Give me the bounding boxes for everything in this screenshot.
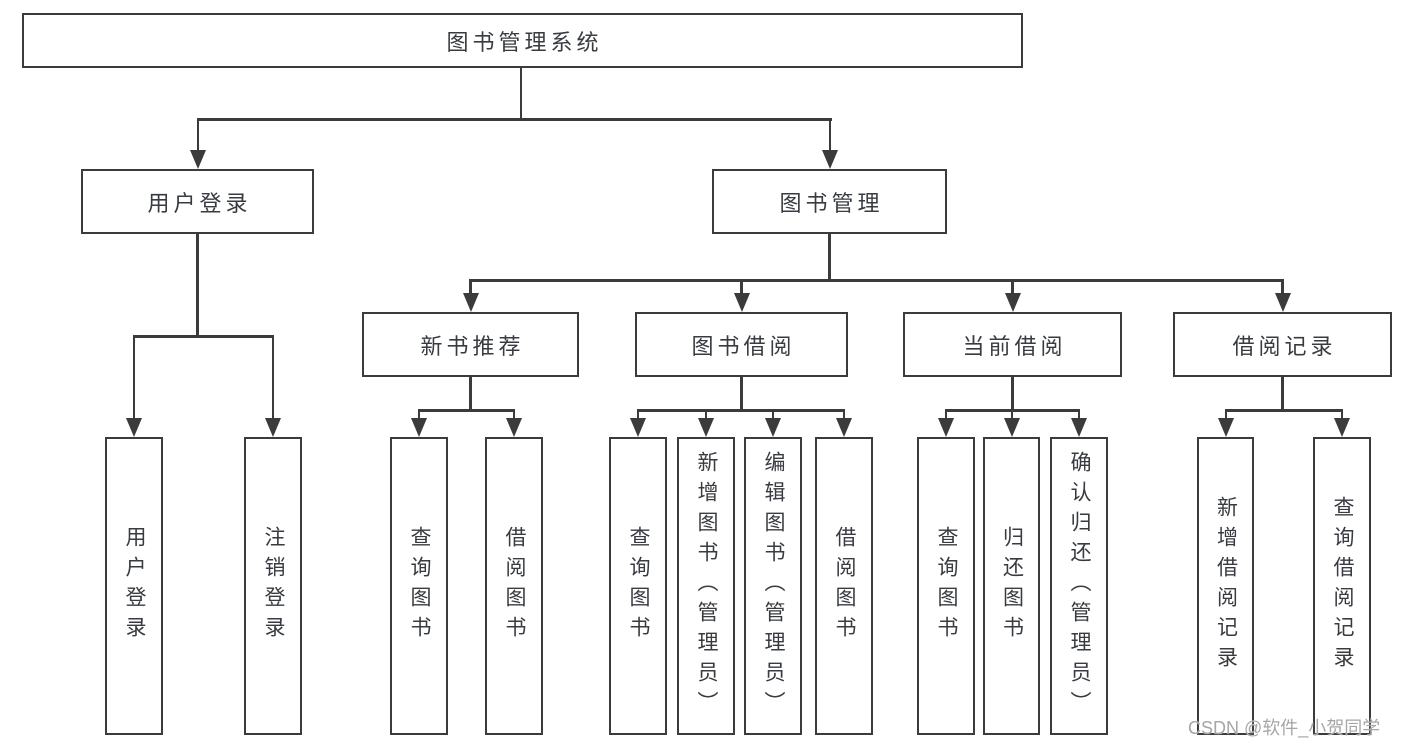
connector-line xyxy=(740,279,743,295)
connector-line xyxy=(1340,409,1344,419)
leaf-record-query-borrow-record: 查询借阅记录 xyxy=(1313,437,1371,735)
csdn-watermark: CSDN @软件_小贺同学 xyxy=(1188,718,1381,738)
connector-arrow xyxy=(822,150,838,169)
connector-arrow xyxy=(733,293,750,312)
connector-line xyxy=(196,118,832,121)
node-borrowing-records: 借阅记录 xyxy=(1173,312,1392,377)
connector-line xyxy=(132,335,275,338)
connector-line xyxy=(636,409,640,419)
connector-line xyxy=(417,409,516,412)
connector-arrow xyxy=(1334,418,1350,437)
connector-arrow xyxy=(698,418,714,437)
connector-line xyxy=(196,118,200,151)
connector-arrow xyxy=(1071,418,1087,437)
leaf-current-query-books: 查询图书 xyxy=(917,437,975,735)
leaf-user-login: 用户登录 xyxy=(105,437,163,735)
connector-line xyxy=(740,377,743,409)
connector-arrow xyxy=(836,418,852,437)
node-new-book-recommendation: 新书推荐 xyxy=(362,312,579,377)
connector-line xyxy=(196,234,199,335)
connector-arrow xyxy=(506,418,522,437)
leaf-borrow-borrow-books: 借阅图书 xyxy=(815,437,873,735)
node-current-borrowing: 当前借阅 xyxy=(903,312,1122,377)
leaf-recommend-query-books: 查询图书 xyxy=(390,437,448,735)
connector-line xyxy=(417,409,421,419)
connector-arrow xyxy=(1004,293,1021,312)
connector-line xyxy=(1281,279,1284,295)
connector-arrow xyxy=(126,418,142,437)
connector-arrow xyxy=(462,293,479,312)
connector-line xyxy=(1010,409,1014,419)
leaf-borrow-query-books: 查询图书 xyxy=(609,437,667,735)
connector-line xyxy=(519,68,523,118)
connector-line xyxy=(828,118,832,151)
leaf-logout: 注销登录 xyxy=(244,437,302,735)
connector-arrow xyxy=(938,418,954,437)
connector-arrow xyxy=(265,418,281,437)
connector-line xyxy=(271,335,275,419)
connector-line xyxy=(1281,377,1284,409)
connector-arrow xyxy=(765,418,781,437)
connector-arrow xyxy=(1274,293,1291,312)
leaf-recommend-borrow-books: 借阅图书 xyxy=(485,437,543,735)
connector-line xyxy=(469,279,1284,282)
connector-line xyxy=(636,409,846,412)
connector-line xyxy=(828,234,831,279)
connector-line xyxy=(1011,279,1014,295)
connector-line xyxy=(469,377,472,409)
connector-line xyxy=(1011,377,1014,409)
connector-line xyxy=(842,409,846,419)
leaf-borrow-add-books-admin: 新增图书（管理员） xyxy=(677,437,735,735)
connector-line xyxy=(704,409,708,419)
node-book-borrowing: 图书借阅 xyxy=(635,312,848,377)
connector-line xyxy=(1224,409,1228,419)
leaf-current-confirm-return-admin: 确认归还（管理员） xyxy=(1050,437,1108,735)
node-library-system: 图书管理系统 xyxy=(22,13,1023,68)
connector-arrow xyxy=(1218,418,1234,437)
connector-line xyxy=(469,279,472,295)
leaf-current-return-books: 归还图书 xyxy=(983,437,1040,735)
connector-line xyxy=(1077,409,1081,419)
leaf-borrow-edit-books-admin: 编辑图书（管理员） xyxy=(744,437,802,735)
connector-arrow xyxy=(190,150,206,169)
connector-line xyxy=(771,409,775,419)
connector-line xyxy=(1224,409,1344,412)
connector-line xyxy=(512,409,516,419)
node-book-management: 图书管理 xyxy=(712,169,947,234)
connector-arrow xyxy=(1004,418,1020,437)
connector-arrow xyxy=(630,418,646,437)
node-user-login: 用户登录 xyxy=(81,169,314,234)
connector-arrow xyxy=(411,418,427,437)
leaf-record-add-borrow-record: 新增借阅记录 xyxy=(1197,437,1254,735)
connector-line xyxy=(944,409,948,419)
connector-line xyxy=(132,335,136,419)
